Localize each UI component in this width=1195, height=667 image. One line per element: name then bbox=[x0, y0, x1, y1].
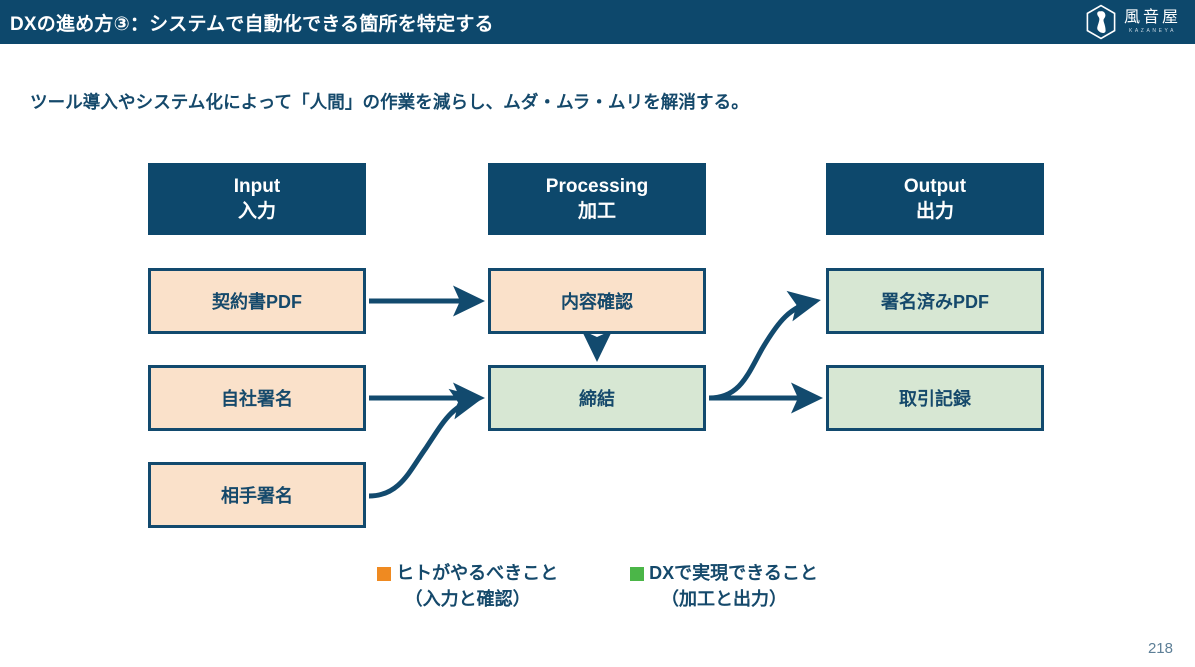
arrow-input3-to-process2 bbox=[368, 388, 483, 499]
legend: ヒトがやるべきこと （入力と確認） DXで実現できること （加工と出力） bbox=[0, 561, 1195, 612]
node-input-own-signature[interactable]: 自社署名 bbox=[148, 365, 366, 431]
phase-processing-en: Processing bbox=[545, 175, 649, 197]
node-output-signed-pdf[interactable]: 署名済みPDF bbox=[826, 268, 1044, 334]
legend-swatch-human-icon bbox=[377, 566, 392, 581]
phase-header-input: Input 入力 bbox=[148, 163, 366, 235]
phase-input-en: Input bbox=[233, 175, 281, 197]
node-input-contract-pdf[interactable]: 契約書PDF bbox=[148, 268, 366, 334]
legend-human-line2: （入力と確認） bbox=[404, 588, 531, 609]
node-output-transaction-record[interactable]: 取引記録 bbox=[826, 365, 1044, 431]
node-input-counterparty-signature[interactable]: 相手署名 bbox=[148, 462, 366, 528]
legend-item-human: ヒトがやるべきこと （入力と確認） bbox=[377, 561, 558, 612]
slide-header-bar bbox=[0, 0, 1195, 44]
legend-dx-top: DXで実現できること bbox=[630, 561, 818, 587]
page-number: 218 bbox=[1147, 640, 1173, 657]
brand-logo: 風音屋 KAZANEYA bbox=[1085, 4, 1181, 40]
phase-processing-jp: 加工 bbox=[577, 201, 616, 222]
legend-item-dx: DXで実現できること （加工と出力） bbox=[630, 561, 818, 612]
phase-output-en: Output bbox=[903, 175, 967, 197]
brand-text: 風音屋 KAZANEYA bbox=[1124, 10, 1181, 34]
legend-dx-line2: （加工と出力） bbox=[661, 588, 787, 609]
subtitle-text: ツール導入やシステム化によって「人間」の作業を減らし、ムダ・ムラ・ムリを解消する… bbox=[30, 92, 749, 112]
legend-human-line1: ヒトがやるべきこと bbox=[396, 563, 559, 583]
phase-header-output: Output 出力 bbox=[826, 163, 1044, 235]
arrow-process2-to-output1 bbox=[708, 290, 821, 401]
brand-romanization: KAZANEYA bbox=[1128, 28, 1177, 34]
brand-name: 風音屋 bbox=[1123, 9, 1181, 26]
phase-header-processing: Processing 加工 bbox=[488, 163, 706, 235]
hexagon-figure-icon bbox=[1086, 4, 1116, 40]
page-title: DXの進め方③：システムで自動化できる箇所を特定する bbox=[10, 14, 494, 35]
phase-input-jp: 入力 bbox=[237, 201, 276, 222]
legend-human-top: ヒトがやるべきこと bbox=[377, 561, 558, 587]
node-process-content-check[interactable]: 内容確認 bbox=[488, 268, 706, 334]
node-process-conclusion[interactable]: 締結 bbox=[488, 365, 706, 431]
legend-dx-line1: DXで実現できること bbox=[649, 563, 818, 583]
phase-output-jp: 出力 bbox=[915, 201, 954, 222]
legend-swatch-dx-icon bbox=[630, 566, 645, 581]
